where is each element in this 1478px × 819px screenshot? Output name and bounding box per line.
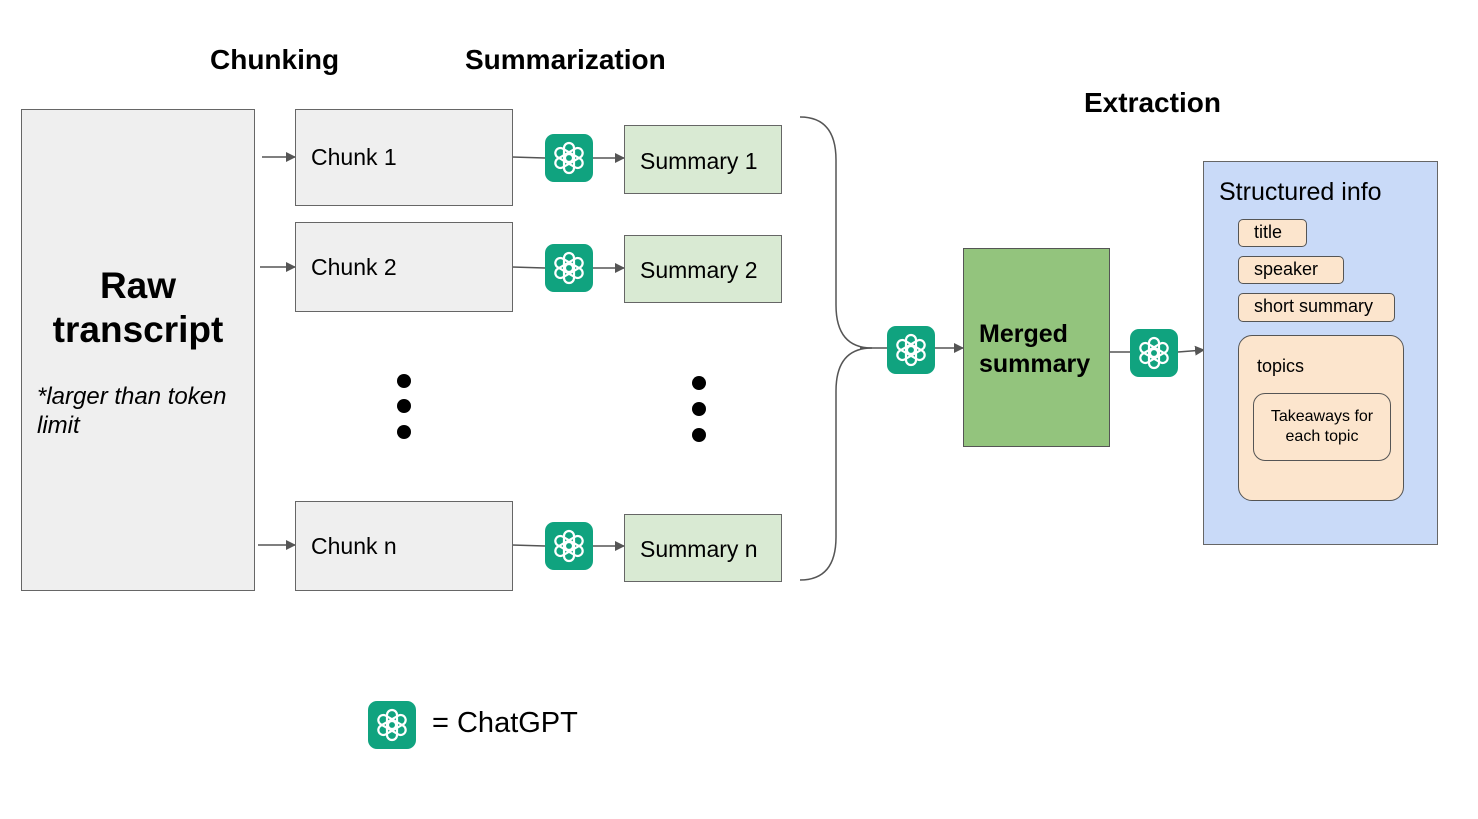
arrow-gpt-structured xyxy=(1177,345,1205,356)
chatgpt-icon xyxy=(887,326,935,374)
chunk-box-1: Chunk 1 xyxy=(295,109,513,206)
topics-label: topics xyxy=(1257,356,1305,376)
summary-label: Summary n xyxy=(640,536,758,562)
raw-transcript-box: Raw transcript *larger than token limit xyxy=(21,109,255,591)
summary-label: Summary 1 xyxy=(640,148,758,174)
stage-title-extraction: Extraction xyxy=(1084,87,1221,118)
chatgpt-icon xyxy=(1130,329,1178,377)
ellipsis-dot xyxy=(692,402,706,416)
ellipsis-dot xyxy=(397,399,411,413)
takeaways-label: Takeaways for each topic xyxy=(1270,408,1374,445)
chunk-label: Chunk 2 xyxy=(311,254,397,280)
merged-summary-box: Merged summary xyxy=(963,248,1110,447)
structured-info-title: Structured info xyxy=(1219,178,1382,206)
chunk-label: Chunk 1 xyxy=(311,144,397,170)
raw-transcript-title: Raw transcript xyxy=(52,265,224,350)
ellipsis-dot xyxy=(692,428,706,442)
stage-title-summarization: Summarization xyxy=(465,44,666,75)
chatgpt-icon xyxy=(545,244,593,292)
topics-box: topics Takeaways for each topic xyxy=(1238,335,1404,501)
line-chunk-1-gpt xyxy=(511,156,546,159)
ellipsis-dot xyxy=(397,374,411,388)
summary-box-n: Summary n xyxy=(624,514,782,582)
summary-box-1: Summary 1 xyxy=(624,125,782,194)
chunk-box-n: Chunk n xyxy=(295,501,513,591)
takeaways-box: Takeaways for each topic xyxy=(1253,393,1391,461)
ellipsis-dot xyxy=(397,425,411,439)
chatgpt-icon xyxy=(545,134,593,182)
legend-chatgpt-icon xyxy=(368,701,416,749)
merged-summary-label: Merged summary xyxy=(979,320,1091,378)
chatgpt-icon xyxy=(545,522,593,570)
summary-box-2: Summary 2 xyxy=(624,235,782,303)
summary-label: Summary 2 xyxy=(640,257,758,283)
field-title: title xyxy=(1238,219,1307,247)
line-chunk-n-gpt xyxy=(511,544,546,547)
stage-title-chunking: Chunking xyxy=(210,44,340,75)
legend-text: = ChatGPT xyxy=(432,707,578,739)
field-speaker: speaker xyxy=(1238,256,1344,284)
chunk-label: Chunk n xyxy=(311,533,397,559)
field-short-summary: short summary xyxy=(1238,293,1395,322)
raw-transcript-note: *larger than token limit xyxy=(37,383,227,439)
structured-info-box: Structured info title speaker short summ… xyxy=(1203,161,1438,545)
ellipsis-dot xyxy=(692,376,706,390)
line-chunk-2-gpt xyxy=(511,266,546,269)
chunk-box-2: Chunk 2 xyxy=(295,222,513,312)
